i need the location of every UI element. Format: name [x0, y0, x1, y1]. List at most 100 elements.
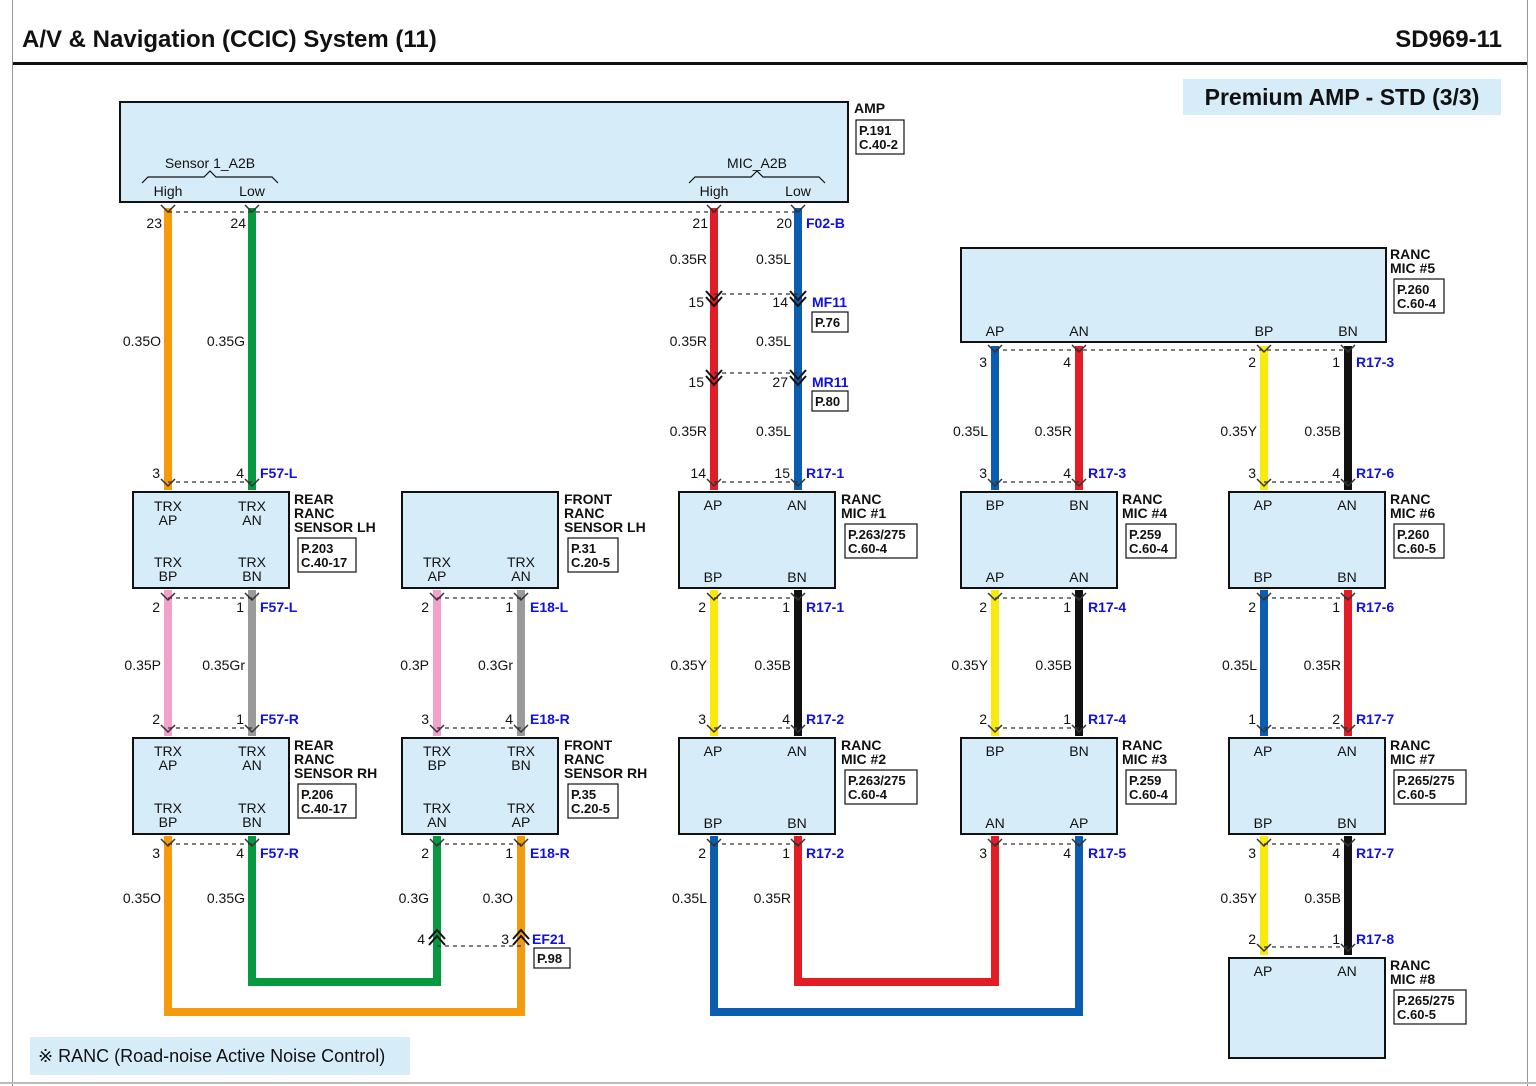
pin-number: 15	[774, 465, 790, 481]
pin-number: 2	[1248, 354, 1256, 370]
pin-number: 2	[1332, 711, 1340, 727]
component-title: SENSOR LH	[564, 519, 646, 535]
terminal-chevron	[429, 838, 445, 848]
page-ref-box	[297, 783, 357, 819]
terminal-chevron	[429, 592, 445, 602]
page-ref-text: P.259	[1129, 773, 1161, 788]
pin-number: 15	[688, 374, 704, 390]
wire-spec: 0.35L	[756, 423, 791, 439]
component-title: RANC	[1390, 246, 1430, 262]
terminal-chevron	[160, 478, 176, 488]
wire-spec: 0.35L	[756, 251, 791, 267]
pin-number: 3	[979, 465, 987, 481]
component-title: SENSOR LH	[294, 519, 376, 535]
pin-number: 4	[1063, 354, 1071, 370]
pin-label: BP	[1254, 815, 1273, 831]
pin-label: AP	[159, 757, 178, 773]
pin-number: 1	[782, 845, 790, 861]
terminal-chevron	[1340, 478, 1356, 488]
page-ref-box	[844, 769, 918, 805]
page-ref-text: P.31	[571, 541, 596, 556]
wire-spec: 0.35Y	[670, 657, 707, 673]
connector-label: R17-2	[806, 711, 844, 727]
pin-label: TRX	[507, 554, 536, 570]
pin-number: 3	[152, 845, 160, 861]
pin-label: AN	[511, 568, 530, 584]
pin-label: TRX	[238, 800, 267, 816]
terminal-chevron	[790, 592, 806, 602]
pin-label: TRX	[238, 743, 267, 759]
page-ref-box	[297, 537, 357, 573]
wire-spec: 0.35B	[1304, 890, 1341, 906]
terminal-chevron	[160, 592, 176, 602]
pin-label: BP	[1255, 323, 1274, 339]
wire-spec: 0.35R	[1304, 657, 1341, 673]
wire-spec: 0.35R	[754, 890, 791, 906]
terminal-chevron	[706, 592, 722, 602]
page-ref-text: P.191	[859, 123, 891, 138]
front-rh-sensor-box	[401, 737, 559, 835]
pin-label: AN	[1069, 323, 1088, 339]
pin-label: BN	[242, 814, 261, 830]
pin-number: 4	[1063, 465, 1071, 481]
page-code: SD969-11	[1395, 26, 1502, 53]
page-ref-text: C.60-4	[1129, 541, 1169, 556]
pin-number: 20	[776, 215, 792, 231]
connector-label: R17-3	[1088, 465, 1126, 481]
page-ref-text: C.40-17	[301, 801, 347, 816]
pin-label: BN	[1337, 815, 1356, 831]
connector-label: R17-4	[1088, 711, 1126, 727]
page-ref-box	[567, 783, 619, 819]
pin-number: 3	[979, 354, 987, 370]
terminal-chevron	[244, 724, 260, 734]
terminal-chevron	[429, 724, 445, 734]
mic8-box	[1228, 957, 1386, 1059]
connector-label: F02-B	[806, 215, 845, 231]
mic7-box	[1228, 737, 1386, 835]
pin-label: AP	[1254, 497, 1273, 513]
pin-number: 2	[421, 845, 429, 861]
frame-right-line	[1527, 0, 1528, 1086]
pin-label: BP	[986, 743, 1005, 759]
pin-number: 4	[236, 465, 244, 481]
pin-label: AP	[159, 512, 178, 528]
component-title: MIC #7	[1390, 751, 1435, 767]
terminal-chevron	[513, 592, 529, 602]
pin-label: TRX	[423, 800, 452, 816]
terminal-chevron	[790, 838, 806, 848]
pin-number: 14	[772, 294, 788, 310]
connector-label: EF21	[532, 931, 566, 947]
pin-label: BP	[159, 568, 178, 584]
amp-box	[119, 101, 849, 203]
pin-label: BN	[787, 815, 806, 831]
pin-label: BP	[704, 569, 723, 585]
terminal-chevron	[987, 838, 1003, 848]
pin-label: TRX	[238, 554, 267, 570]
terminal-chevron	[1256, 838, 1272, 848]
component-title: MIC #8	[1390, 971, 1435, 987]
page-ref-text: P.206	[301, 787, 333, 802]
component-title: RANC	[564, 505, 604, 521]
pin-number: 1	[1063, 711, 1071, 727]
component-title: MIC #6	[1390, 505, 1435, 521]
terminal-chevron	[513, 724, 529, 734]
pin-number: 3	[152, 465, 160, 481]
pin-label: BN	[1069, 497, 1088, 513]
subtitle-box: Premium AMP - STD (3/3)	[1183, 79, 1501, 115]
connector-label: R17-4	[1088, 599, 1126, 615]
page-ref-text: C.40-2	[859, 137, 898, 152]
terminal-chevron	[1071, 724, 1087, 734]
component-title: REAR	[294, 737, 334, 753]
wire-spec: 0.35G	[207, 333, 245, 349]
pin-label: BN	[242, 568, 261, 584]
component-title: RANC	[564, 751, 604, 767]
page-ref-text: C.20-5	[571, 801, 610, 816]
pin-number: 4	[236, 845, 244, 861]
terminal-chevron	[160, 724, 176, 734]
page-title: A/V & Navigation (CCIC) System (11)	[22, 26, 437, 53]
pin-number: 1	[782, 599, 790, 615]
inline-connector-chevron	[789, 369, 807, 381]
component-title: RANC	[1122, 491, 1162, 507]
page-ref-box	[855, 119, 905, 155]
pin-label: BP	[1254, 569, 1273, 585]
